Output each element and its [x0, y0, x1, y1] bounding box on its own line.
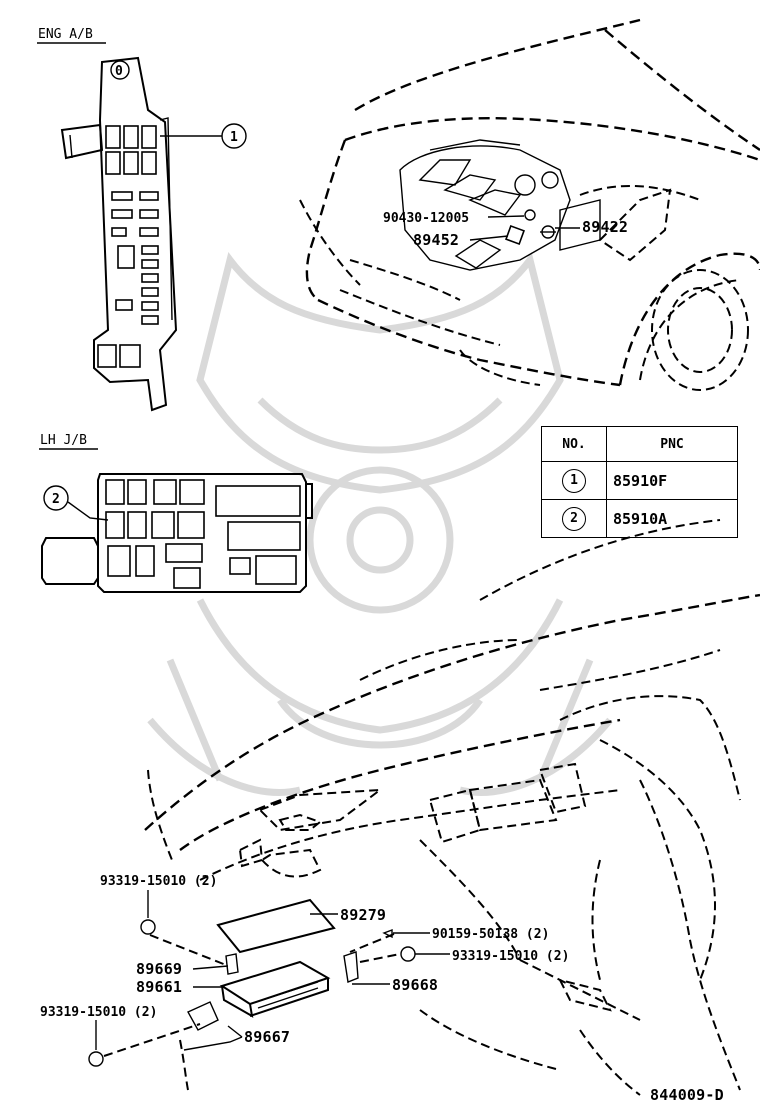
- section-label-lh-jb: LH J/B: [40, 433, 87, 448]
- row-number-2: 2: [562, 506, 586, 531]
- dashboard-illustration: [88, 519, 760, 1096]
- pnc-table: NO. PNC 1 85910F 2 85910A: [541, 426, 738, 538]
- section-label-eng-ab: ENG A/B: [38, 27, 93, 42]
- part-label-89661: 89661: [136, 978, 182, 996]
- callout-circle-1: [221, 123, 247, 149]
- part-label-93319-15010-right: 93319-15010 (2): [452, 949, 569, 964]
- part-label-89668: 89668: [392, 976, 438, 994]
- table-row: 2 85910A: [541, 499, 738, 538]
- lh-junction-block: [41, 473, 313, 593]
- part-label-89422: 89422: [582, 218, 628, 236]
- column-header-pnc: PNC: [606, 426, 738, 462]
- part-label-89279: 89279: [340, 906, 386, 924]
- diagram-code: 844009-D: [650, 1086, 724, 1104]
- engine-relay-block: [60, 56, 178, 412]
- callout-circle-2: [43, 485, 69, 511]
- engine-bay-illustration: [299, 18, 760, 391]
- part-label-89667: 89667: [244, 1028, 290, 1046]
- callout-2: 2: [52, 492, 60, 507]
- part-label-90430-12005: 90430-12005: [383, 211, 469, 226]
- row-pnc-1: 85910F: [606, 461, 738, 500]
- part-label-93319-15010-left: 93319-15010 (2): [40, 1005, 157, 1020]
- part-label-89669: 89669: [136, 960, 182, 978]
- pnc-table-header: NO. PNC: [541, 426, 738, 462]
- part-label-93319-15010-top: 93319-15010 (2): [100, 874, 217, 889]
- callout-0: 0: [115, 64, 123, 79]
- row-number-1: 1: [562, 468, 586, 493]
- part-label-90159-50138: 90159-50138 (2): [432, 927, 549, 942]
- column-header-no: NO.: [541, 426, 607, 462]
- callout-1: 1: [230, 130, 238, 145]
- table-row: 1 85910F: [541, 461, 738, 500]
- row-pnc-2: 85910A: [606, 499, 738, 538]
- part-label-89452: 89452: [413, 231, 459, 249]
